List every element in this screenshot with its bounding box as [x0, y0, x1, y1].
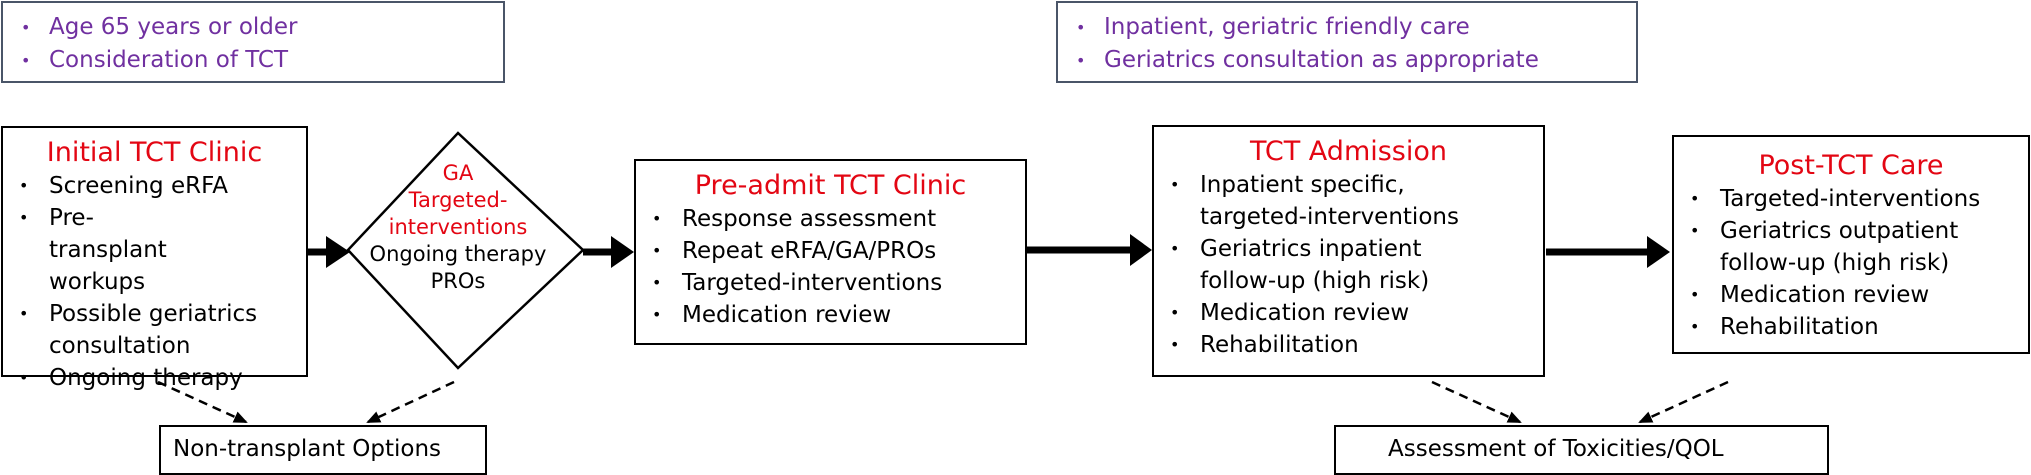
list-item: Geriatrics inpatient follow-up (high ris…	[1168, 233, 1490, 297]
decision-diamond	[346, 131, 585, 370]
dashed-arrow-2	[366, 380, 455, 424]
preadmit-clinic-title: Pre-admit TCT Clinic	[694, 170, 967, 201]
admission-box: TCT Admission Inpatient specific, target…	[1152, 125, 1545, 377]
note-item: Inpatient, geriatric friendly care	[1070, 11, 1624, 44]
dashed-arrow-3	[1431, 380, 1522, 424]
diamond-line: Ongoing therapy	[369, 242, 547, 266]
list-item: Geriatrics outpatient follow-up (high ri…	[1688, 215, 1990, 279]
diamond-line: GA	[442, 161, 474, 185]
list-item: Screening eRFA	[17, 170, 306, 202]
non-transplant-options-box: Non-transplant Options	[159, 425, 487, 475]
admission-title: TCT Admission	[1249, 136, 1448, 167]
decision-diamond-text: GA Targeted- interventions Ongoing thera…	[343, 160, 573, 295]
note-item: Age 65 years or older	[15, 11, 491, 44]
list-item: Medication review	[1688, 279, 2028, 311]
list-item: Repeat eRFA/GA/PROs	[650, 235, 1025, 267]
post-care-title: Post-TCT Care	[1758, 150, 1944, 181]
list-item: Ongoing therapy	[17, 362, 306, 394]
diamond-line: Targeted-	[408, 188, 508, 212]
flow-arrow-3	[1027, 234, 1152, 266]
care-note: Inpatient, geriatric friendly care Geria…	[1056, 1, 1638, 83]
assessment-box: Assessment of Toxicities/QOL	[1334, 425, 1829, 475]
criteria-note: Age 65 years or older Consideration of T…	[1, 1, 505, 83]
note-item: Geriatrics consultation as appropriate	[1070, 44, 1624, 77]
diamond-line: interventions	[388, 215, 528, 239]
flow-arrow-1	[308, 236, 350, 268]
list-item: Medication review	[1168, 297, 1543, 329]
list-item: Targeted-interventions	[1688, 183, 2028, 215]
list-item: Rehabilitation	[1688, 311, 2028, 343]
list-item: Response assessment	[650, 203, 1025, 235]
list-item: Medication review	[650, 299, 1025, 331]
list-item: Inpatient specific, targeted-interventio…	[1168, 169, 1490, 233]
preadmit-clinic-box: Pre-admit TCT Clinic Response assessment…	[634, 159, 1027, 345]
initial-clinic-title: Initial TCT Clinic	[46, 137, 263, 168]
initial-clinic-box: Initial TCT Clinic Screening eRFA Pre-tr…	[1, 126, 308, 394]
list-item: Pre-transplant workups	[17, 202, 199, 298]
post-care-box: Post-TCT Care Targeted-interventions Ger…	[1672, 135, 2030, 354]
list-item: Targeted-interventions	[650, 267, 1025, 299]
dashed-arrow-4	[1638, 380, 1729, 424]
list-item: Rehabilitation	[1168, 329, 1543, 361]
diamond-line: PROs	[430, 269, 486, 293]
list-item: Possible geriatrics consultation	[17, 298, 279, 362]
flow-arrow-2	[583, 236, 634, 268]
note-item: Consideration of TCT	[15, 44, 491, 77]
flow-arrow-4	[1546, 236, 1670, 268]
